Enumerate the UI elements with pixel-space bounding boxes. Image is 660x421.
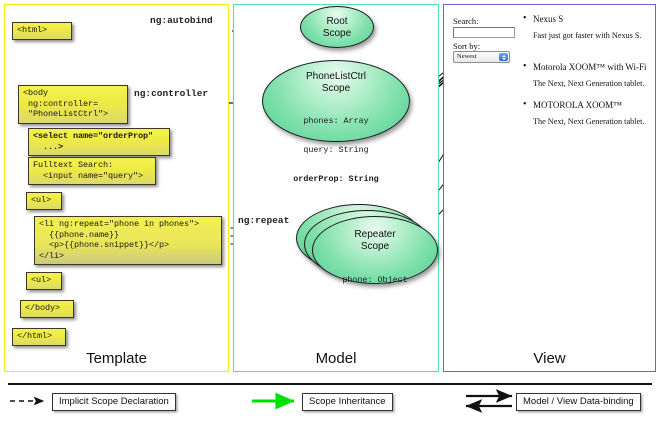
chevron-updown-icon[interactable] <box>499 53 508 61</box>
sort-by-select[interactable]: Newest <box>453 51 510 63</box>
phone-name: Nexus S <box>523 13 563 24</box>
code-box-fulltext-search: Fulltext Search: <input name="query"> <box>28 157 156 185</box>
scope-prop-orderprop: orderProp: String <box>293 173 379 184</box>
scope-repeater-title-line1: Repeater <box>354 229 396 240</box>
phone-snippet: Fast just got faster with Nexus S. <box>533 31 642 40</box>
panel-label-template: Template <box>86 350 147 367</box>
scope-root: Root Scope <box>300 6 374 48</box>
legend-item-scope-inheritance: Scope Inheritance <box>302 393 393 411</box>
panel-label-view: View <box>533 350 566 367</box>
legend-item-model-view-data-binding: Model / View Data-binding <box>516 393 641 411</box>
scope-repeater-title-line2: Scope <box>360 240 390 252</box>
scope-phonelistctrl: PhoneListCtrl Scope phones: Array query:… <box>262 60 410 183</box>
sort-by-label: Sort by: <box>453 41 481 51</box>
scope-root-title-line1: Root <box>326 16 348 27</box>
legend-glyph-double-arrow <box>465 389 513 413</box>
code-box-body-close: </body> <box>20 300 74 318</box>
phone-name: Motorola XOOM™ with Wi-Fi <box>523 61 647 72</box>
code-box-ul-open: <ul> <box>26 192 62 210</box>
scope-root-title-line2: Scope <box>322 27 352 39</box>
scope-prop-phone: phone: Object <box>342 275 408 286</box>
edge-label-ng-controller: ng:controller <box>134 88 209 99</box>
legend-divider <box>8 383 652 385</box>
legend-item-implicit-scope-declaration: Implicit Scope Declaration <box>52 393 176 411</box>
edge-label-ng-autobind: ng:autobind <box>150 15 213 26</box>
code-box-html-open: <html> <box>12 22 72 40</box>
edge-label-ng-repeat: ng:repeat <box>238 215 290 226</box>
code-box-body-open: <body ng:controller= "PhoneListCtrl"> <box>18 85 128 124</box>
scope-phonelistctrl-title-line2: Scope <box>321 82 351 94</box>
scope-phonelistctrl-title-line1: PhoneListCtrl <box>305 71 367 82</box>
phone-snippet: The Next, Next Generation tablet. <box>533 79 645 88</box>
panel-label-model: Model <box>315 350 357 367</box>
phone-snippet: The Next, Next Generation tablet. <box>533 117 645 126</box>
search-label: Search: <box>453 16 479 26</box>
scope-prop-query: query: String <box>303 144 369 155</box>
code-box-select-tag: <select name="orderProp" ...> <box>28 128 170 156</box>
scope-prop-phones: phones: Array <box>303 116 369 127</box>
code-box-html-close: </html> <box>12 328 66 346</box>
sort-by-selected-value: Newest <box>457 53 477 60</box>
scope-repeater: Repeater Scope phone: Object <box>312 216 438 286</box>
phone-name: MOTOROLA XOOM™ <box>523 99 622 110</box>
code-box-ul-close: <ul> <box>26 272 62 290</box>
search-input[interactable] <box>453 27 515 38</box>
code-box-li-repeat: <li ng:repeat="phone in phones"> {{phone… <box>34 216 222 265</box>
